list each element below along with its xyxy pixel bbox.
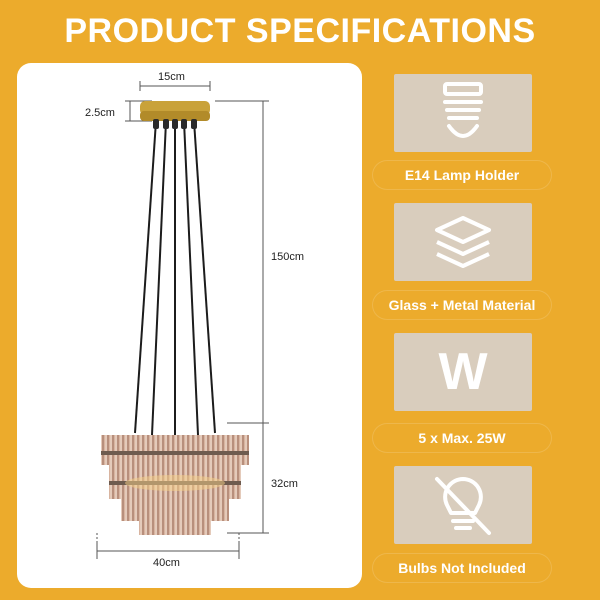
wattage-label: 5 x Max. 25W (372, 423, 552, 453)
suspension-cables (134, 120, 216, 439)
dimension-lines (96, 81, 269, 559)
canopy-width-label: 15cm (158, 71, 185, 83)
layers-icon (435, 216, 491, 268)
cable-length-label: 150cm (271, 251, 305, 263)
body-height-label: 32cm (271, 478, 298, 490)
product-dimension-panel: 15cm 2.5cm 150cm 32cm 40cm (17, 63, 362, 588)
light-bulb-base-icon (443, 82, 483, 138)
bulbs-card (394, 466, 532, 544)
lamp-holder-label: E14 Lamp Holder (372, 160, 552, 190)
glass-rod-body (101, 435, 249, 535)
bulb-crossed-out-icon (435, 477, 491, 535)
body-width-label: 40cm (153, 557, 180, 569)
lamp-holder-card (394, 74, 532, 152)
bulbs-label: Bulbs Not Included (372, 553, 552, 583)
material-label: Glass + Metal Material (372, 290, 552, 320)
chandelier-illustration (96, 81, 269, 559)
page-title: PRODUCT SPECIFICATIONS (64, 11, 536, 50)
wattage-w-icon: W (438, 343, 488, 401)
wattage-card: W (394, 333, 532, 411)
canopy-height-label: 2.5cm (85, 107, 115, 119)
material-card (394, 203, 532, 281)
